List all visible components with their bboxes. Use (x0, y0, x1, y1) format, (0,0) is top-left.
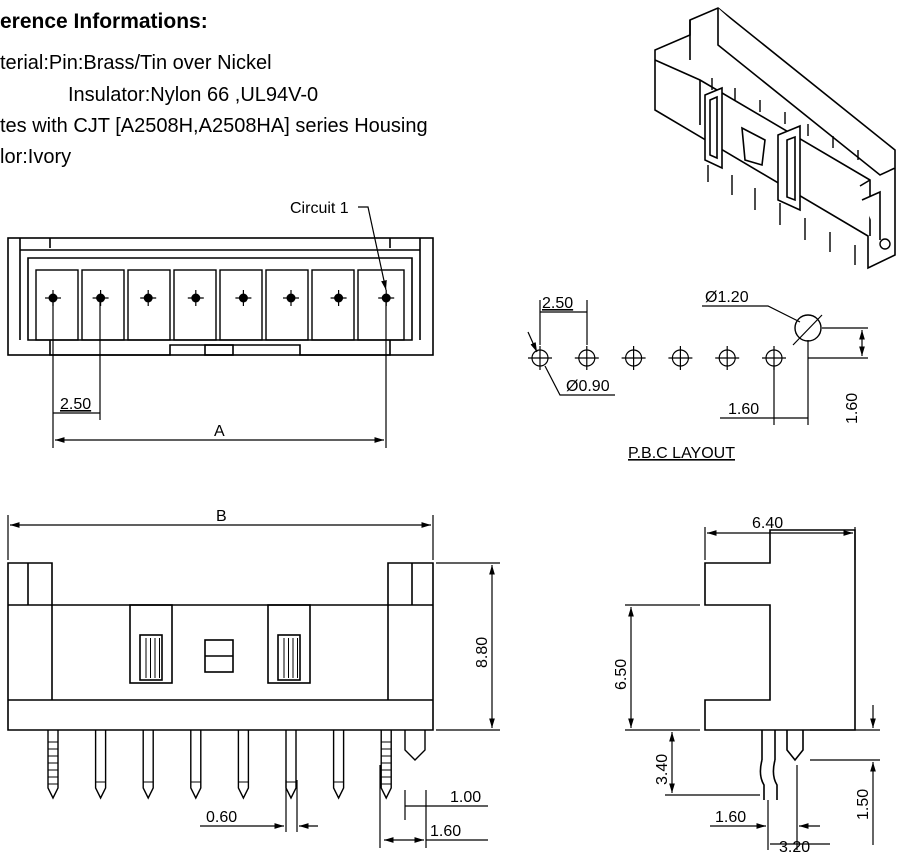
front-height-dimension (436, 562, 500, 731)
top-pin-marker (235, 290, 252, 306)
top-pin-marker (140, 290, 157, 306)
top-view (7, 237, 434, 356)
side-dim-160-label: 1.60 (715, 809, 746, 826)
top-view-cavities (35, 269, 405, 341)
top-pin-marker (283, 290, 299, 306)
pin-width-label: 0.60 (206, 809, 237, 826)
front-pin (94, 730, 107, 800)
pcb-hole (668, 346, 693, 370)
front-view-latch-ribs (145, 638, 298, 678)
pcb-large-hole (794, 314, 822, 342)
reference-color-line: lor:Ivory (0, 146, 72, 168)
pcb-offset-x-label: 1.60 (728, 401, 759, 418)
dim-160-front-label: 1.60 (430, 823, 461, 840)
top-pin-marker (378, 290, 395, 306)
top-pin-marker (92, 290, 109, 306)
front-height-label: 8.80 (474, 637, 491, 668)
side-pin-length-label: 3.40 (654, 754, 671, 785)
pcb-hole (715, 346, 740, 370)
isometric-pins (707, 78, 891, 265)
circuit-1-leader (358, 206, 387, 291)
top-view-pin-markers (45, 290, 395, 306)
circuit-1-label: Circuit 1 (290, 200, 349, 217)
pcb-large-hole-label: Ø1.20 (705, 289, 749, 306)
top-pin-marker (187, 290, 204, 306)
front-pin-dimensions (200, 765, 488, 848)
side-depth-label: 6.40 (752, 515, 783, 532)
dim-100-label: 1.00 (450, 789, 481, 806)
side-height-label: 6.50 (613, 659, 630, 690)
pcb-dimensions (527, 300, 868, 425)
front-pin (47, 730, 59, 800)
top-pin-marker (330, 290, 347, 306)
front-pin (237, 730, 250, 800)
side-dim-150-label: 1.50 (855, 789, 872, 820)
pcb-small-hole-label: Ø0.90 (566, 378, 610, 395)
pcb-hole (621, 346, 646, 370)
front-offset-pin (404, 730, 426, 761)
front-pin (285, 730, 297, 800)
pcb-hole (528, 346, 552, 370)
dimension-b (7, 515, 434, 560)
front-pin (142, 730, 154, 800)
reference-mates-line: tes with CJT [A2508H,A2508HA] series Hou… (0, 115, 428, 137)
dimension-b-label: B (216, 508, 227, 525)
side-view-dimensions (625, 527, 880, 850)
front-view-pins (47, 730, 426, 800)
front-pin (190, 730, 202, 800)
dimension-a (52, 300, 387, 448)
front-pin (332, 730, 345, 800)
pcb-hole (574, 346, 599, 370)
pcb-offset-y-label: 1.60 (844, 393, 861, 424)
side-dim-320-label: 3.20 (779, 839, 810, 854)
front-view (7, 562, 434, 731)
reference-material-line: terial:Pin:Brass/Tin over Nickel (0, 52, 272, 74)
reference-title: erence Informations: (0, 10, 208, 33)
reference-insulator-line: Insulator:Nylon 66 ,UL94V-0 (68, 84, 319, 106)
dimension-a-label: A (214, 423, 225, 440)
top-pitch-label: 2.50 (60, 396, 91, 413)
pcb-layout-caption: P.B.C LAYOUT (628, 445, 735, 462)
pcb-layout (528, 346, 786, 370)
top-pitch-dimension (52, 300, 101, 420)
front-pin (380, 730, 392, 800)
isometric-view (654, 7, 896, 270)
pcb-pitch-label: 2.50 (542, 295, 573, 312)
